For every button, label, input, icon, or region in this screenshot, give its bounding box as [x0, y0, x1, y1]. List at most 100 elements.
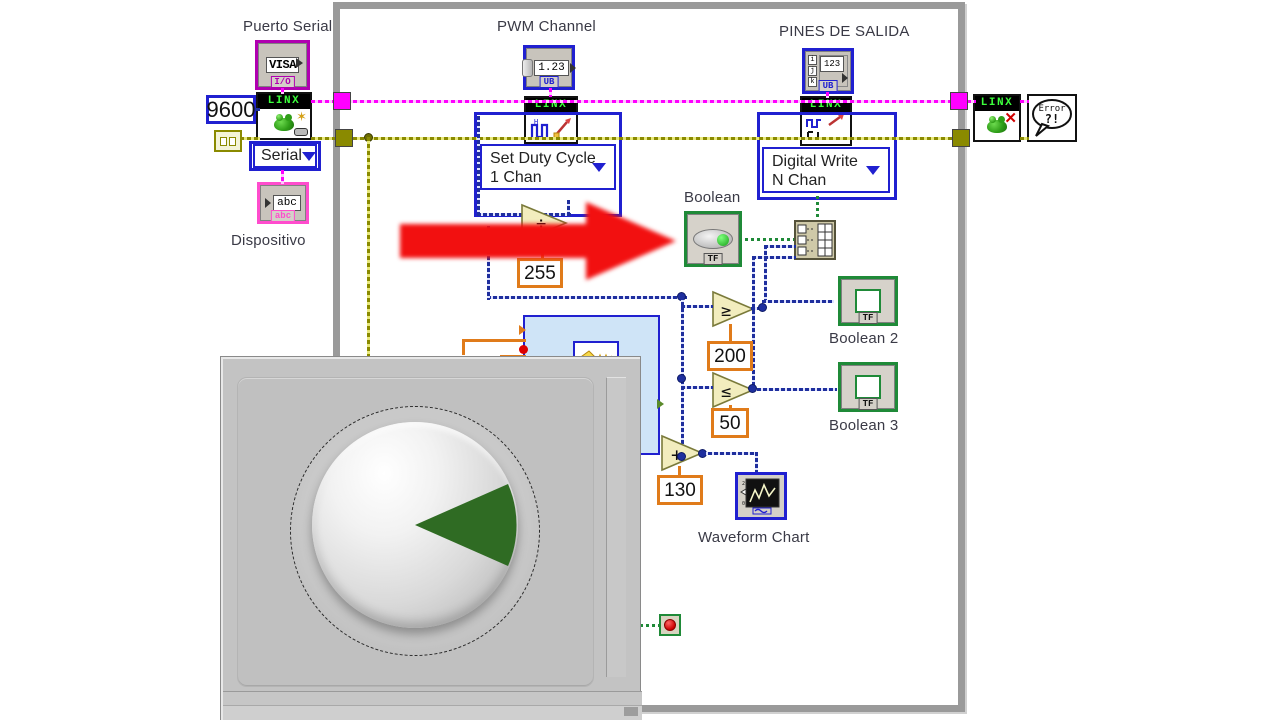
boolean-3-indicator[interactable]: TF [838, 362, 898, 412]
label-boolean-3: Boolean 3 [829, 417, 899, 434]
label-pines-de-salida: PINES DE SALIDA [779, 23, 910, 40]
boolean-out-wire [745, 238, 795, 241]
add-to-chart-wire-v [755, 452, 758, 474]
threshold-low-constant[interactable]: 50 [711, 408, 749, 438]
inset-footer [223, 705, 642, 720]
le-to-boolean3-wire [751, 388, 837, 391]
knob-value-pointer [415, 484, 517, 566]
loop-tunnel-pink-left[interactable] [333, 92, 351, 110]
array-input-2-vert [752, 256, 755, 387]
panel-input-dot-icon [519, 345, 528, 354]
boolean-square-icon [855, 375, 881, 399]
offset-constant[interactable]: 130 [657, 475, 703, 505]
threshold-high-wire [729, 324, 732, 342]
linx-sun-icon: ✶ [296, 109, 307, 124]
svg-text:Error: Error [1038, 104, 1066, 114]
svg-text:H: H [534, 118, 538, 126]
linx-frog-icon [272, 113, 296, 134]
label-puerto-serial: Puerto Serial [243, 18, 333, 35]
error-cluster-wire [311, 137, 961, 140]
pwm-type-tag: UB [539, 76, 559, 88]
pines-salida-array-terminal[interactable]: i j k 123 UB [802, 48, 854, 94]
knob-panel-canvas [237, 377, 594, 687]
visa-terminal-stub [281, 88, 284, 94]
boolean-led-control[interactable]: TF [684, 211, 742, 267]
panel-feed-wire-1v [462, 339, 465, 355]
pwm-output-arrow-icon [569, 62, 576, 73]
less-equal-operator[interactable]: ≤ [711, 371, 755, 409]
panel-feed-wire-2 [500, 355, 526, 358]
array-input-2-wire [752, 256, 796, 259]
visa-resource-wire [311, 100, 961, 103]
dispositivo-string-terminal[interactable]: abc abc [257, 182, 309, 224]
pines-array-value: 123 [820, 56, 845, 72]
set-duty-cycle-line2: 1 Chan [490, 168, 542, 186]
pines-type-tag: UB [818, 80, 838, 92]
dispositivo-terminal-text: abc [273, 195, 301, 211]
loop-tunnel-olive-right[interactable] [952, 129, 970, 147]
linx-close-header: LINX [975, 96, 1019, 111]
svg-text:2: 2 [742, 481, 745, 487]
label-boolean-2: Boolean 2 [829, 330, 899, 347]
panel-input-arrow-1-icon [519, 325, 526, 335]
loop-tunnel-olive-left[interactable] [335, 129, 353, 147]
error-to-handler-wire [1020, 137, 1029, 140]
build-array-node[interactable] [794, 220, 836, 260]
duty-cycle-input-wire-v [477, 116, 480, 216]
error-in-wire [240, 137, 260, 140]
divide-out-wire [487, 226, 490, 300]
pwm-channel-terminal[interactable]: 1.23 UB [522, 45, 576, 90]
stop-button[interactable] [659, 614, 681, 636]
linx-open-node[interactable]: LINX ✶ [256, 92, 312, 140]
letterbox-right [1272, 0, 1280, 720]
loop-tunnel-pink-right[interactable] [950, 92, 968, 110]
inset-resize-grip-icon[interactable] [624, 707, 638, 716]
close-x-icon: ✕ [1004, 110, 1017, 127]
digital-write-subvi-shell [757, 112, 897, 200]
baud-wire [255, 108, 260, 111]
pwm-channel-text: 1.23 [534, 59, 569, 76]
visa-resource-terminal[interactable]: VISA I/O [255, 40, 310, 90]
dispositivo-stub [281, 170, 284, 184]
knob-control-window[interactable] [221, 357, 642, 720]
error-handler-node[interactable]: Error ?! [1027, 94, 1077, 142]
error-speech-bubble-icon: Error ?! [1032, 99, 1072, 137]
greater-equal-operator[interactable]: ≥ [711, 290, 755, 328]
svg-text:≥: ≥ [721, 301, 731, 321]
bus-junction-bottom [677, 452, 686, 461]
ge-to-boolean2-wire [762, 300, 834, 303]
pwm-divisor-constant[interactable]: 255 [517, 258, 563, 288]
set-duty-cycle-dropdown[interactable]: Set Duty Cycle 1 Chan [480, 144, 616, 190]
boolean-3-type-tag: TF [858, 398, 878, 410]
array-output-arrow-icon [842, 73, 848, 83]
threshold-high-constant[interactable]: 200 [707, 341, 753, 371]
set-duty-cycle-line1: Set Duty Cycle [490, 150, 596, 167]
visa-resource-wire-out [960, 100, 976, 103]
scaled-value-wire [487, 296, 687, 299]
baud-rate-constant[interactable]: 9600 [206, 95, 256, 124]
inset-bottom-bar [223, 691, 642, 705]
numeric-cylinder-icon [522, 58, 534, 77]
inset-vertical-scrollbar[interactable] [606, 377, 626, 677]
add-to-chart-wire [702, 452, 758, 455]
bus-to-le-wire [681, 386, 713, 389]
stop-icon [664, 619, 676, 631]
error-in-cluster-constant[interactable] [214, 130, 242, 152]
boolean-square-icon [855, 289, 881, 313]
array-input-1-vert [764, 245, 767, 300]
svg-text:≤: ≤ [721, 382, 731, 402]
boolean-2-indicator[interactable]: TF [838, 276, 898, 326]
linx-frog-icon [985, 115, 1009, 136]
string-input-arrow-icon [265, 198, 272, 208]
panel-feed-wire-1 [462, 339, 526, 342]
pwm-terminal-stub [549, 88, 552, 97]
linx-close-node[interactable]: LINX ✕ [973, 94, 1021, 142]
chevron-down-icon [866, 166, 880, 175]
digital-write-dropdown[interactable]: Digital Write N Chan [762, 147, 890, 193]
waveform-chart-terminal[interactable]: 2 0 [735, 472, 787, 520]
chevron-down-icon [301, 151, 316, 161]
chevron-down-icon [592, 163, 606, 172]
error-wire-down [367, 137, 370, 365]
serial-enum-dropdown[interactable]: Serial [253, 144, 317, 168]
